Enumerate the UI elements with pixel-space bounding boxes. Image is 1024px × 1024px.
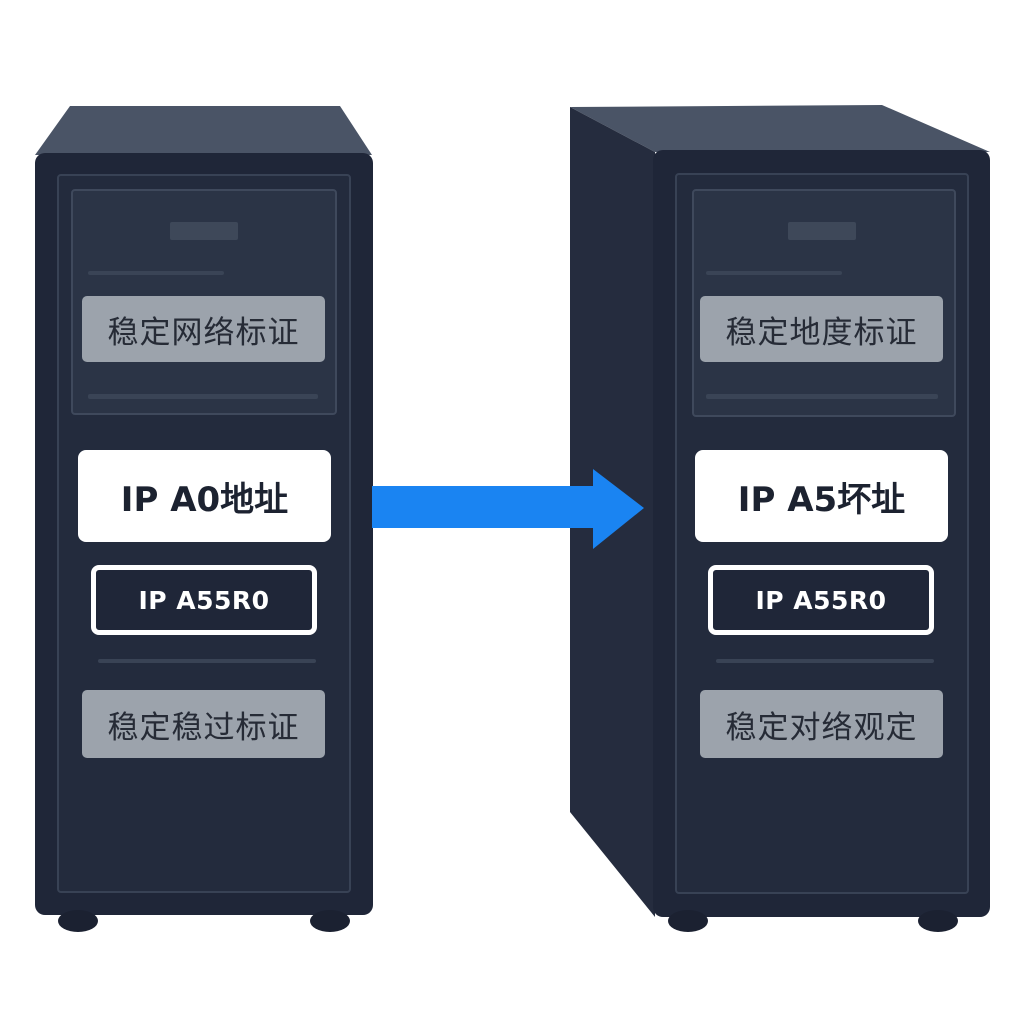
left-server-top — [35, 106, 372, 155]
right-ip-tag: IP A55R0 — [708, 565, 934, 635]
right-ip-label: IP A5坏址 — [695, 450, 948, 542]
left-server-foot — [310, 910, 350, 932]
right-bottom-label: 稳定对络观定 — [700, 690, 943, 758]
left-bottom-label: 稳定稳过标证 — [82, 690, 325, 758]
transfer-arrow — [372, 469, 644, 549]
left-server-divider — [88, 271, 224, 275]
left-server-foot — [58, 910, 98, 932]
right-server-top — [570, 105, 990, 152]
right-server-divider — [706, 394, 938, 399]
right-top-label: 稳定地度标证 — [700, 296, 943, 362]
left-ip-label: IP A0地址 — [78, 450, 331, 542]
left-top-label: 稳定网络标证 — [82, 296, 325, 362]
right-server-foot — [668, 910, 708, 932]
left-server-divider — [98, 659, 316, 663]
right-server-divider — [706, 271, 842, 275]
right-server-foot — [918, 910, 958, 932]
left-ip-tag: IP A55R0 — [91, 565, 317, 635]
left-server-vent-slot — [170, 222, 238, 240]
arrow-head — [593, 469, 644, 549]
right-server-divider — [716, 659, 934, 663]
right-server-vent-slot — [788, 222, 856, 240]
arrow-shaft — [372, 486, 598, 528]
left-server-divider — [88, 394, 318, 399]
